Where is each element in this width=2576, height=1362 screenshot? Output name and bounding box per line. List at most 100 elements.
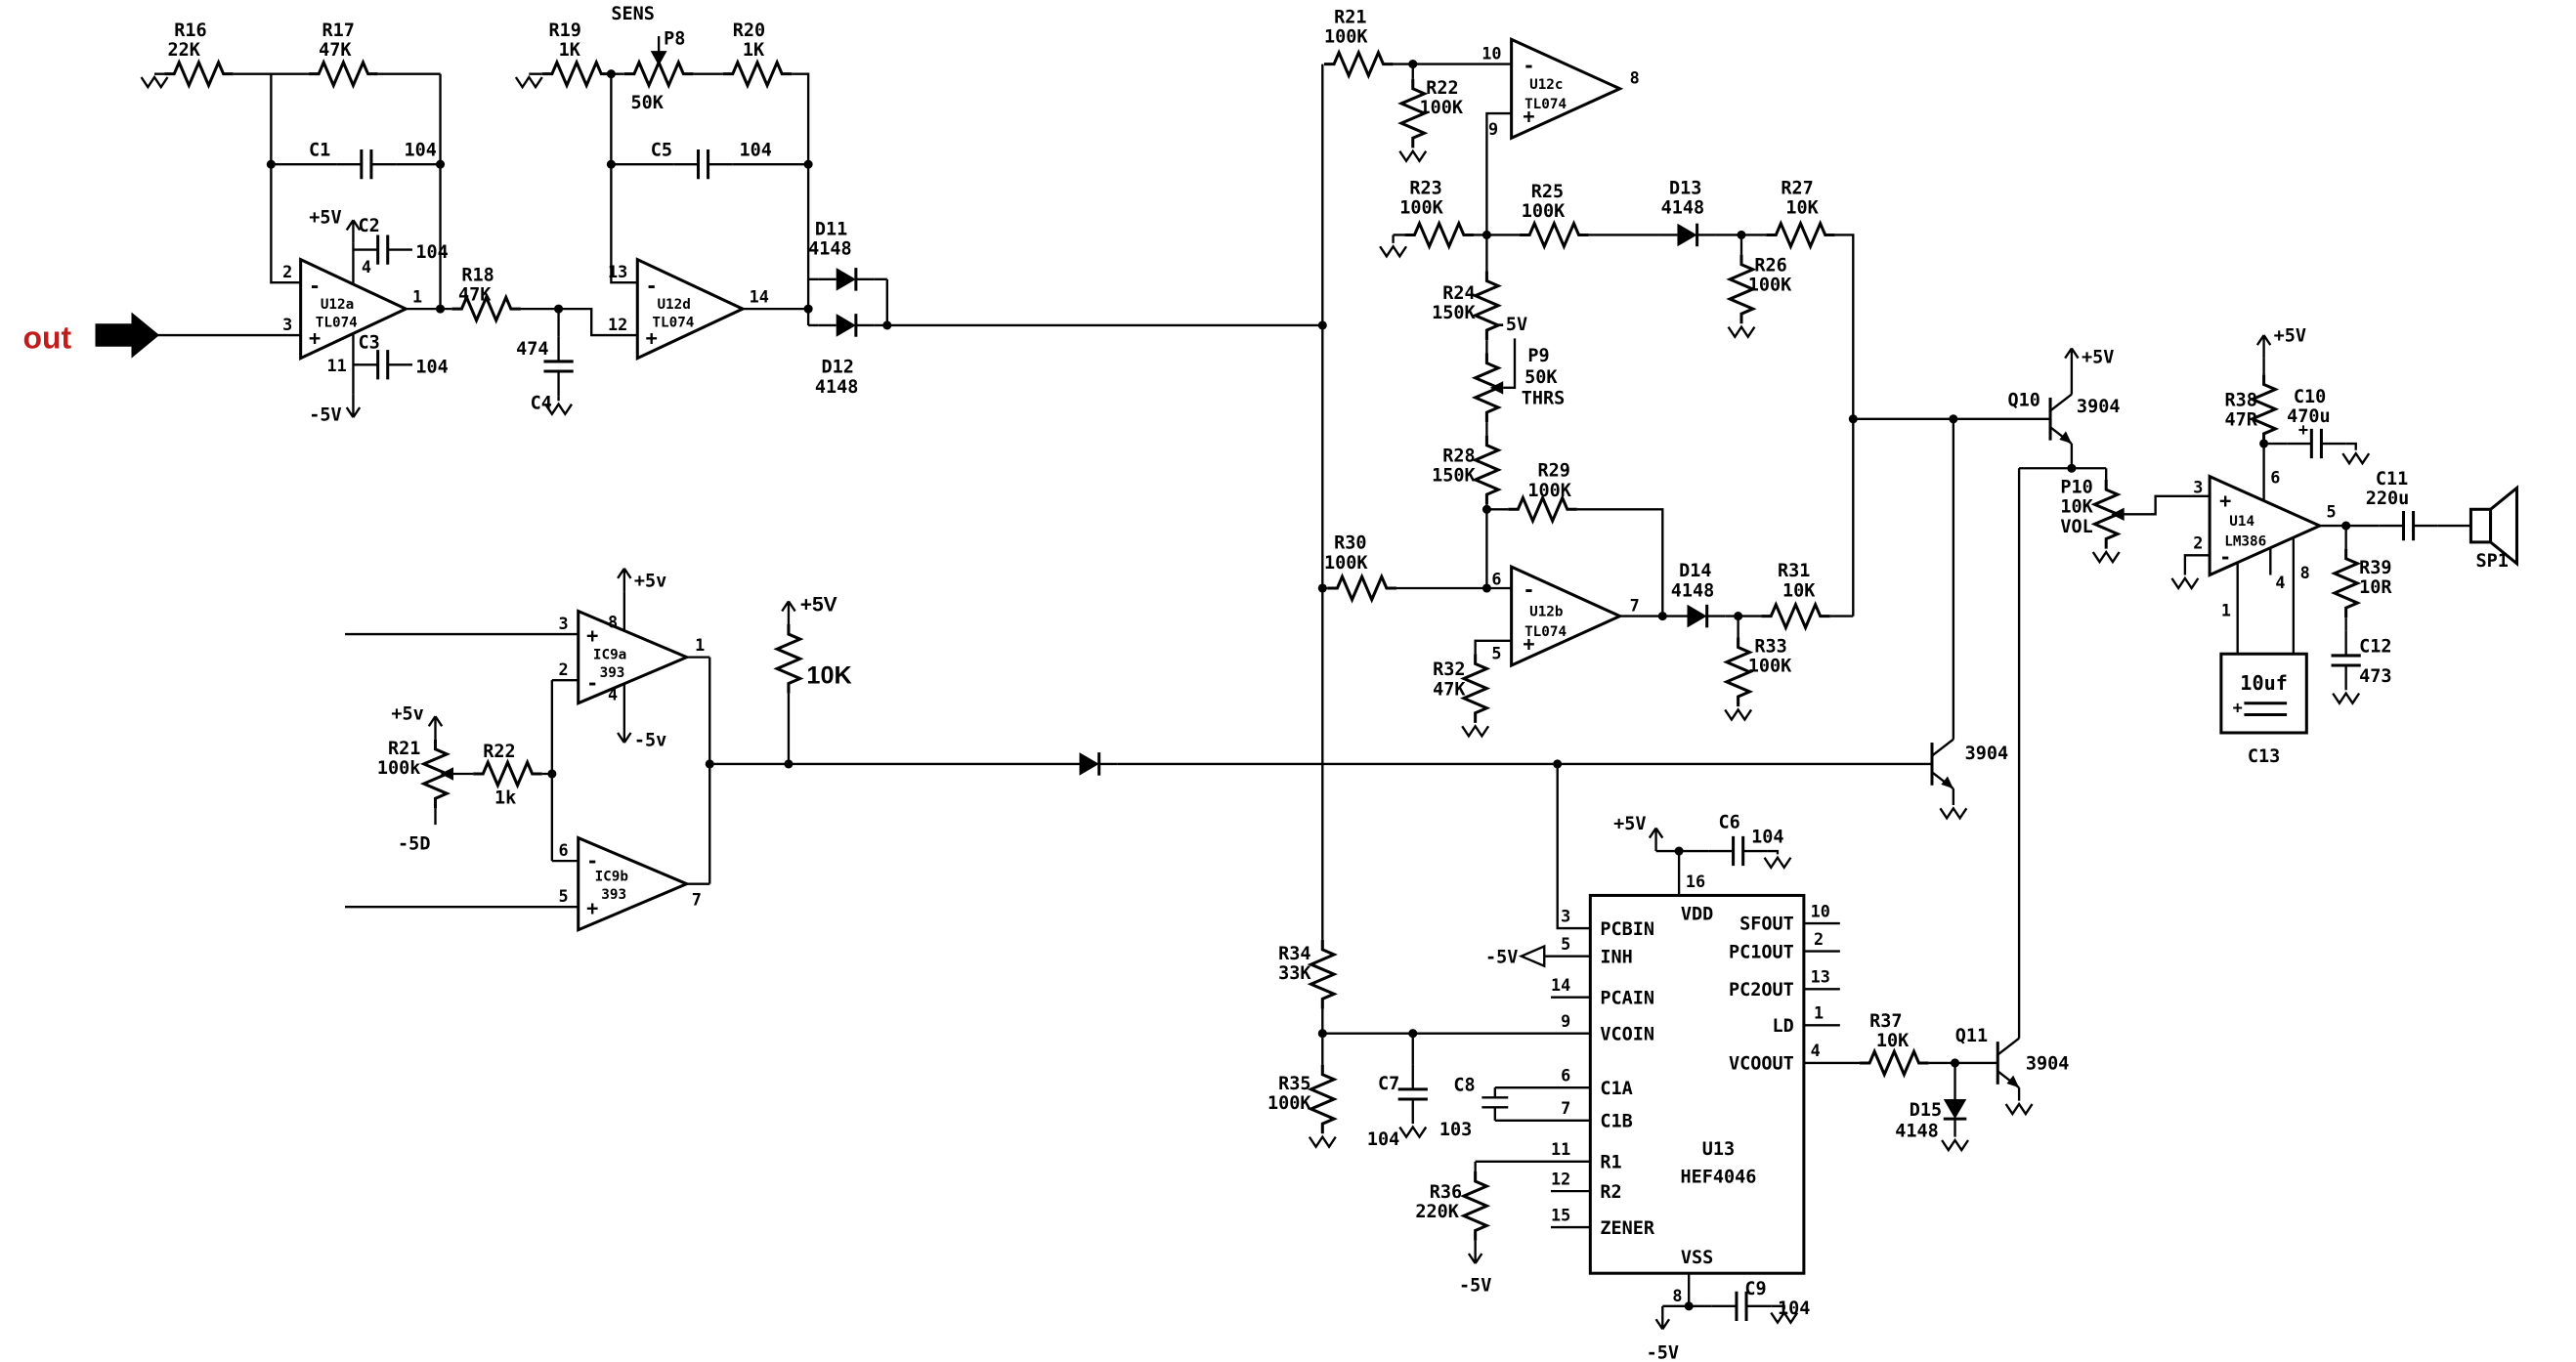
u14-pin4: 4: [2275, 573, 2285, 592]
r18-ref: R18: [461, 266, 494, 286]
c6-ref: C6: [1718, 812, 1739, 832]
u12b-ref: U12b: [1529, 605, 1563, 620]
r17-ref: R17: [322, 21, 355, 41]
r21b-wiper-arrow-icon: [440, 767, 453, 781]
r31-val: 10K: [1782, 580, 1816, 601]
c9-ref: C9: [1744, 1279, 1766, 1299]
c7-ref: C7: [1378, 1074, 1399, 1094]
labels-oscillator: +5v 8 3 2 4 -5v 1 + - IC9a 393 +5V 10K +…: [377, 571, 2008, 919]
r21b-m5d-label: -5D: [398, 833, 430, 854]
d12-val: 4148: [815, 377, 859, 398]
u12d-pin14: 14: [750, 286, 769, 306]
r29-ref: R29: [1538, 461, 1570, 482]
u13-pin7: 7: [1561, 1098, 1570, 1118]
u12c-pin9: 9: [1488, 119, 1498, 139]
c7-val: 104: [1367, 1129, 1399, 1150]
r27-val: 10K: [1785, 198, 1819, 219]
c10-ref: C10: [2294, 387, 2326, 407]
u13-pin11: 11: [1551, 1139, 1570, 1159]
gnd-r23-icon: [1378, 245, 1408, 258]
u12a-m5-label: -5V: [309, 404, 341, 425]
out-arrow-icon: [95, 312, 160, 359]
r35-ref: R35: [1278, 1074, 1310, 1094]
u13-pll-chip: [1588, 893, 1806, 1275]
u13-pin16: 16: [1686, 872, 1705, 891]
mid-diode: [1059, 750, 1119, 778]
c11-ref: C11: [2376, 469, 2408, 489]
u12a-pin3: 3: [282, 315, 292, 334]
d13-ref: D13: [1669, 178, 1701, 198]
gnd-u14pin2-icon: [2170, 576, 2200, 590]
r34-val: 33K: [1278, 963, 1311, 984]
ic9a-comparator: [577, 609, 691, 705]
r24-ref: R24: [1442, 283, 1475, 304]
ic9a-m5-label: -5v: [634, 730, 666, 750]
c8-val: 103: [1439, 1120, 1472, 1140]
p10-ref: P10: [2060, 477, 2092, 497]
d15-ref: D15: [1910, 1100, 1942, 1121]
r27-resistor: [1764, 222, 1837, 248]
p9-wiper-arrow-icon: [1489, 381, 1504, 395]
u12d-part: TL074: [652, 316, 694, 331]
d12-diode: [816, 312, 876, 339]
gnd-c7-icon: [1398, 1126, 1428, 1138]
r36-m5-arrow-icon: [1467, 1239, 1483, 1265]
c2-ref: C2: [358, 216, 379, 236]
ic9a-pin3: 3: [559, 614, 569, 633]
r27-ref: R27: [1781, 178, 1813, 198]
p8-val: 50K: [631, 93, 665, 113]
ic9b-minus-icon: -: [586, 849, 598, 873]
u12c-opamp: [1510, 37, 1624, 141]
r16-val: 22K: [167, 40, 200, 61]
ic9b-pin7: 7: [692, 890, 702, 910]
r19-val: 1K: [559, 40, 581, 61]
q12-val: 3904: [1965, 744, 2009, 764]
u13-pc2out: PC2OUT: [1729, 980, 1794, 1000]
vdd-p5-arrow-icon: [1648, 827, 1664, 853]
component-symbols: [95, 51, 2440, 1331]
p8-tag: SENS: [611, 4, 655, 24]
u13-pin9: 9: [1561, 1011, 1570, 1031]
r32-resistor: [1462, 652, 1488, 725]
r20-ref: R20: [733, 21, 765, 41]
r21b-ref: R21: [388, 739, 420, 759]
pullup-val: 10K: [806, 662, 851, 690]
p9-tag: THRS: [1522, 389, 1566, 409]
d15-val: 4148: [1895, 1122, 1939, 1142]
vss-m5-label: -5V: [1647, 1343, 1679, 1362]
u14-pin3: 3: [2193, 477, 2203, 496]
r20-resistor: [721, 61, 794, 87]
u12b-part: TL074: [1524, 624, 1567, 640]
u13-ref: U13: [1702, 1139, 1735, 1160]
p9-m5-label: -5V: [1495, 315, 1527, 335]
ic-bodies: [299, 37, 2518, 1275]
u12d-opamp: [635, 257, 747, 361]
ic9b-plus-icon: +: [586, 897, 598, 920]
u13-part: HEF4046: [1681, 1168, 1757, 1188]
u12b-opamp: [1510, 564, 1624, 668]
u12a-pin1: 1: [412, 286, 422, 306]
u13-pin1: 1: [1814, 1003, 1824, 1023]
r20-val: 1K: [743, 40, 765, 61]
q10-val: 3904: [2077, 397, 2121, 417]
r39-ref: R39: [2359, 558, 2391, 578]
gnd-r26-icon: [1727, 325, 1756, 338]
u12a-plus-icon: +: [309, 326, 321, 350]
c10-plus-icon: +: [2298, 420, 2308, 440]
c12-val: 473: [2359, 666, 2391, 687]
c1-capacitor: [335, 148, 398, 181]
gnd-r16-icon: [140, 75, 169, 89]
c10-capacitor: [2285, 427, 2348, 460]
r37-val: 10K: [1876, 1031, 1910, 1051]
r21-ref: R21: [1334, 8, 1366, 28]
u13-sfout: SFOUT: [1739, 915, 1794, 935]
r23-resistor: [1402, 222, 1476, 248]
ic9a-pin2: 2: [559, 660, 569, 679]
u13-vcoin: VCOIN: [1600, 1024, 1654, 1044]
d12-ref: D12: [822, 358, 854, 378]
r38-ref: R38: [2224, 390, 2256, 410]
ic9a-part: 393: [600, 665, 625, 681]
r25-ref: R25: [1531, 182, 1564, 202]
wires-pll: [1322, 763, 1998, 1310]
